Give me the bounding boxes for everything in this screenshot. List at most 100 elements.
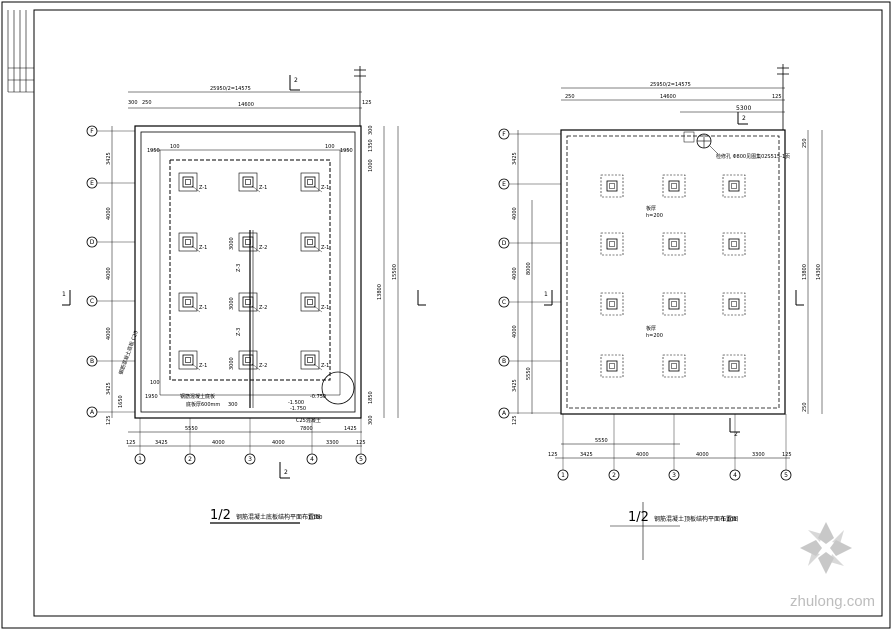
right-left-dim-3: 4000: [512, 267, 518, 280]
right-row-axis-A-label: A: [502, 410, 507, 417]
left-inner-dim-5: 1950: [145, 394, 158, 400]
right-left-dim-4: 4000: [512, 207, 518, 220]
right-col-axis-1: 1: [557, 469, 569, 481]
left-inner-dim-0: 1950: [147, 148, 160, 154]
left-note-0: 钢筋混凝土底板: [180, 393, 215, 400]
left-column-label: Z-1: [259, 185, 267, 191]
right-section-top-label: 2: [742, 115, 746, 122]
left-right-dim-1: 1350: [368, 139, 374, 152]
right-col-axis-2: 2: [608, 469, 620, 481]
left-column-label: Z-1: [321, 185, 329, 191]
left-column-label: Z-1: [321, 245, 329, 251]
left-row-axis-C: C: [86, 295, 98, 307]
right-column: [662, 292, 686, 316]
right-outer-wall: [560, 129, 786, 415]
right-row-axis-B-label: B: [502, 358, 506, 365]
right-col-axis-5: 5: [780, 469, 792, 481]
left-right-overall: 15500: [392, 264, 398, 280]
right-bottom-dim-3: 4000: [696, 452, 709, 458]
left-inner-dim-3: 1950: [340, 148, 353, 154]
left-note-4: -0.750: [310, 394, 326, 400]
left-top-dim-1: 250: [142, 100, 152, 106]
right-row-axis-C-label: C: [502, 299, 506, 306]
left-row-axis-F: F: [86, 125, 98, 137]
left-plan-title: 1/2: [210, 508, 231, 523]
left-column: Z-1: [178, 292, 207, 313]
right-manhole-leader: [709, 145, 719, 155]
left-bottom-dim-4: 3300: [326, 440, 339, 446]
left-column-label: Z-2: [259, 245, 267, 251]
right-column: [600, 354, 624, 378]
left-column-label: Z-1: [321, 363, 329, 369]
left-row-tag: 3000: [229, 237, 235, 250]
left-column: Z-2: [238, 350, 267, 371]
right-bottom-dim-5: 125: [782, 452, 792, 458]
left-col-axis-4-label: 4: [310, 456, 314, 463]
left-section-top-label: 2: [294, 77, 298, 84]
drawing-frame: [33, 9, 883, 617]
right-right-dim-0: 250: [802, 138, 808, 148]
watermark: zhulong.com: [790, 522, 875, 610]
right-left-dim-1: 3425: [512, 379, 518, 392]
left-col-axis-4: 4: [306, 453, 318, 465]
right-column: [662, 354, 686, 378]
left-col-axis-3: 3: [244, 453, 256, 465]
right-col-axis-3-label: 3: [672, 472, 676, 479]
right-left-dim-5: 3425: [512, 152, 518, 165]
left-left-dim-1: 1650: [118, 395, 124, 408]
right-row-axis-E: E: [498, 178, 510, 190]
right-section-bottom-label: 2: [734, 431, 738, 438]
left-inner-dim-6: 300: [228, 402, 238, 408]
left-left-dim-4: 4000: [106, 267, 112, 280]
left-row-axis-B: B: [86, 355, 98, 367]
left-plan-title-note: 钢筋混凝土底板结构平面布置图: [236, 513, 320, 521]
right-column: [662, 232, 686, 256]
right-label-3: h=200: [646, 333, 663, 339]
right-row-axis-E-label: E: [502, 181, 506, 188]
left-column: Z-1: [300, 172, 329, 193]
right-label-1: h=200: [646, 213, 663, 219]
left-note-2: 底板厚600mm: [186, 401, 220, 408]
right-plan: 检修孔 Φ800见图集02S515-1页 板厚 h=200 板厚 h=200 2…: [512, 64, 823, 560]
left-bottom-dim-1: 3425: [155, 440, 168, 446]
left-top-dim-3: 125: [362, 100, 372, 106]
right-right-dim-2: 250: [802, 402, 808, 412]
left-inner-dim-4: 100: [150, 380, 160, 386]
left-column-label: Z-1: [321, 305, 329, 311]
binding-strip: [7, 10, 34, 93]
left-col-axis-2: 2: [184, 453, 196, 465]
left-bottom-dim-5: 125: [356, 440, 366, 446]
watermark-logo-icon: [800, 522, 852, 574]
left-inner-wall: [140, 131, 356, 413]
right-row-axis-F: F: [498, 128, 510, 140]
left-bottom-dim-3: 4000: [272, 440, 285, 446]
left-col-axis-5-label: 5: [359, 456, 363, 463]
right-col-axis-1-label: 1: [561, 472, 565, 479]
left-z3-label: Z-3: [236, 264, 242, 272]
left-right-dim-2: 1000: [368, 159, 374, 172]
left-note-5: C25混凝土: [296, 417, 321, 424]
right-column: [722, 354, 746, 378]
right-col-axis-3: 3: [668, 469, 680, 481]
left-left-dim-5: 4000: [106, 207, 112, 220]
right-small-opening: [683, 131, 695, 143]
right-column: [600, 232, 624, 256]
right-section-left-label: 1: [544, 291, 548, 298]
left-column-label: Z-2: [259, 363, 267, 369]
left-column-label: Z-1: [199, 245, 207, 251]
left-column: Z-1: [238, 172, 267, 193]
right-bottom-dim-0: 125: [548, 452, 558, 458]
left-row-axis-E-label: E: [90, 180, 94, 187]
right-row-axis-D: D: [498, 237, 510, 249]
right-bottom-dim-1: 3425: [580, 452, 593, 458]
left-column-label: Z-2: [259, 305, 267, 311]
left-left-dim-6: 3425: [106, 152, 112, 165]
right-column: [722, 292, 746, 316]
left-section-left-label: 1: [62, 291, 66, 298]
right-column: [722, 232, 746, 256]
right-plan-title-note: 钢筋混凝土顶板结构平面布置图: [654, 515, 738, 523]
left-row-axis-B-label: B: [90, 358, 94, 365]
right-top-dim-2: 125: [772, 94, 782, 100]
